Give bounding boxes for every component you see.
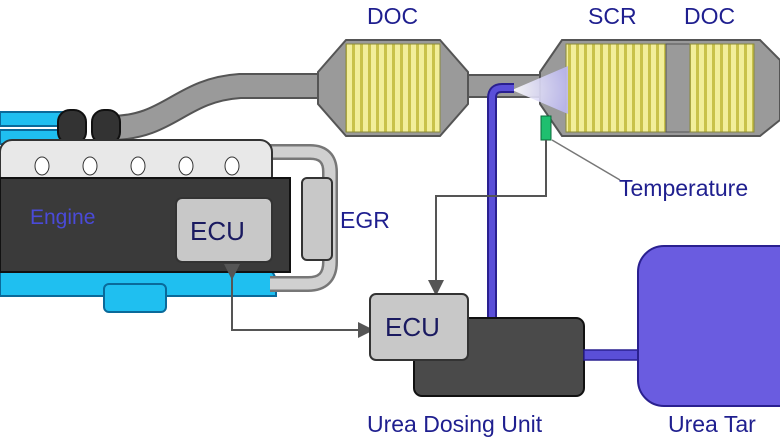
urea-spray [512, 66, 568, 114]
dosing-ecu-label: ECU [385, 312, 440, 342]
exhaust-manifold [57, 109, 121, 145]
doc-front-label: DOC [367, 3, 418, 29]
egr-label: EGR [340, 207, 390, 233]
engine-ecu-box [175, 197, 273, 263]
sensor-signal-line [428, 140, 547, 296]
engine-ecu-label: ECU [190, 216, 245, 246]
engine-label: Engine [30, 206, 95, 229]
engine-ports [34, 156, 240, 176]
urea-tank-line [583, 349, 645, 361]
urea-supply-line [487, 83, 514, 322]
temperature-sensor [540, 115, 552, 141]
temperature-leader [551, 139, 621, 181]
urea-dosing-unit-label: Urea Dosing Unit [367, 411, 543, 437]
ecu-link-line [224, 264, 374, 338]
doc-rear-label: DOC [684, 3, 735, 29]
egr-valve [301, 177, 333, 261]
urea-tank [637, 245, 780, 407]
doc-front-catalyst [317, 39, 469, 137]
scr-label: SCR [588, 3, 637, 29]
doc-rear-catalyst [689, 43, 755, 133]
dosing-ecu-box [369, 293, 469, 361]
temperature-label: Temperature [619, 175, 748, 201]
urea-tank-label: Urea Tar [668, 411, 756, 437]
